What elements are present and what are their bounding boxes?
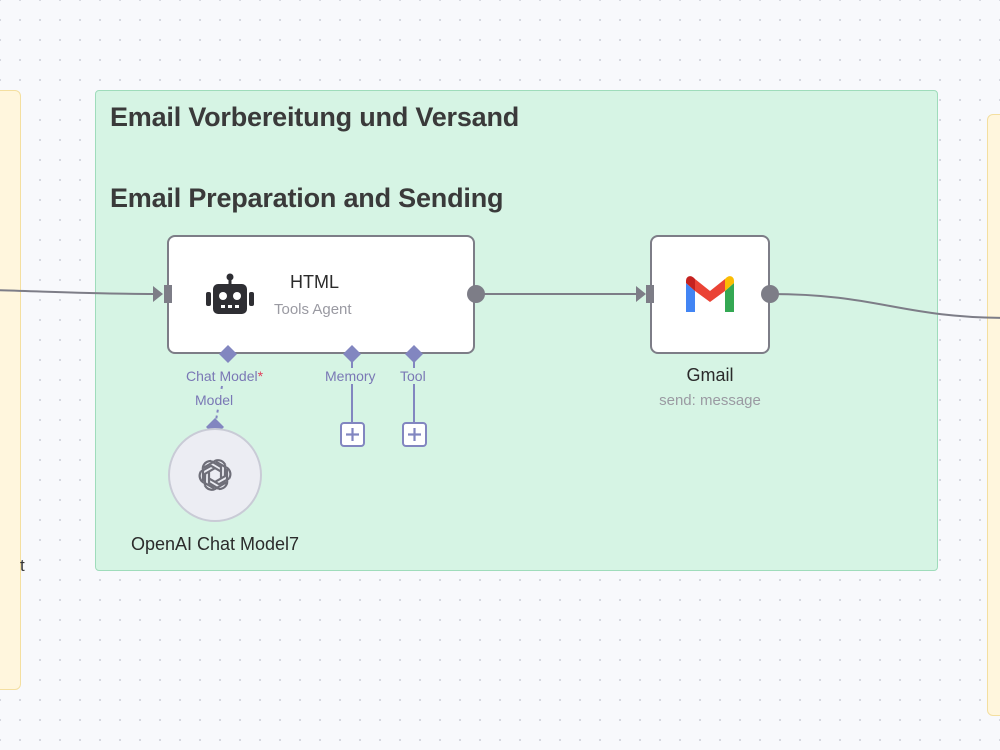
chat-model-port-text: Chat Model <box>186 368 258 384</box>
connection-incoming <box>0 289 156 295</box>
sticky-note-left[interactable] <box>0 90 21 690</box>
node-openai-chat-model[interactable] <box>168 428 262 522</box>
gmail-icon <box>686 276 734 312</box>
add-memory-button[interactable] <box>340 422 365 447</box>
gmail-node-title: Gmail <box>686 365 734 385</box>
chat-model-port-diamond <box>219 345 237 363</box>
chat-model-port-label: Chat Model* <box>185 368 265 384</box>
openai-model-port-label: Model <box>194 392 235 408</box>
tool-port-label: Tool <box>399 368 427 384</box>
sticky-note-right[interactable] <box>987 114 1000 716</box>
group-title-german: Email Vorbereitung und Versand <box>110 102 520 132</box>
agent-node-subtitle: Tools Agent <box>274 301 352 318</box>
plus-icon <box>408 428 421 441</box>
memory-port-label: Memory <box>324 368 377 384</box>
robot-icon <box>206 273 254 314</box>
connection-gmail-outgoing <box>769 293 1000 319</box>
agent-input-handle <box>164 285 172 303</box>
gmail-input-handle <box>646 285 654 303</box>
sticky-note-left-text: t <box>20 556 25 575</box>
group-title-english: Email Preparation and Sending <box>110 183 504 213</box>
agent-output-handle <box>467 285 485 303</box>
node-html-tools-agent[interactable] <box>167 235 475 354</box>
gmail-input-arrow <box>636 286 646 302</box>
plus-icon <box>346 428 359 441</box>
gmail-output-handle <box>761 285 779 303</box>
gmail-node-subtitle: send: message <box>659 392 761 409</box>
openai-icon <box>198 459 232 491</box>
openai-node-title: OpenAI Chat Model7 <box>130 534 300 554</box>
add-tool-button[interactable] <box>402 422 427 447</box>
agent-node-title: HTML <box>290 272 339 292</box>
memory-port-diamond <box>343 345 361 363</box>
required-asterisk: * <box>257 368 264 384</box>
agent-input-arrow <box>153 286 163 302</box>
tool-port-diamond <box>405 345 423 363</box>
